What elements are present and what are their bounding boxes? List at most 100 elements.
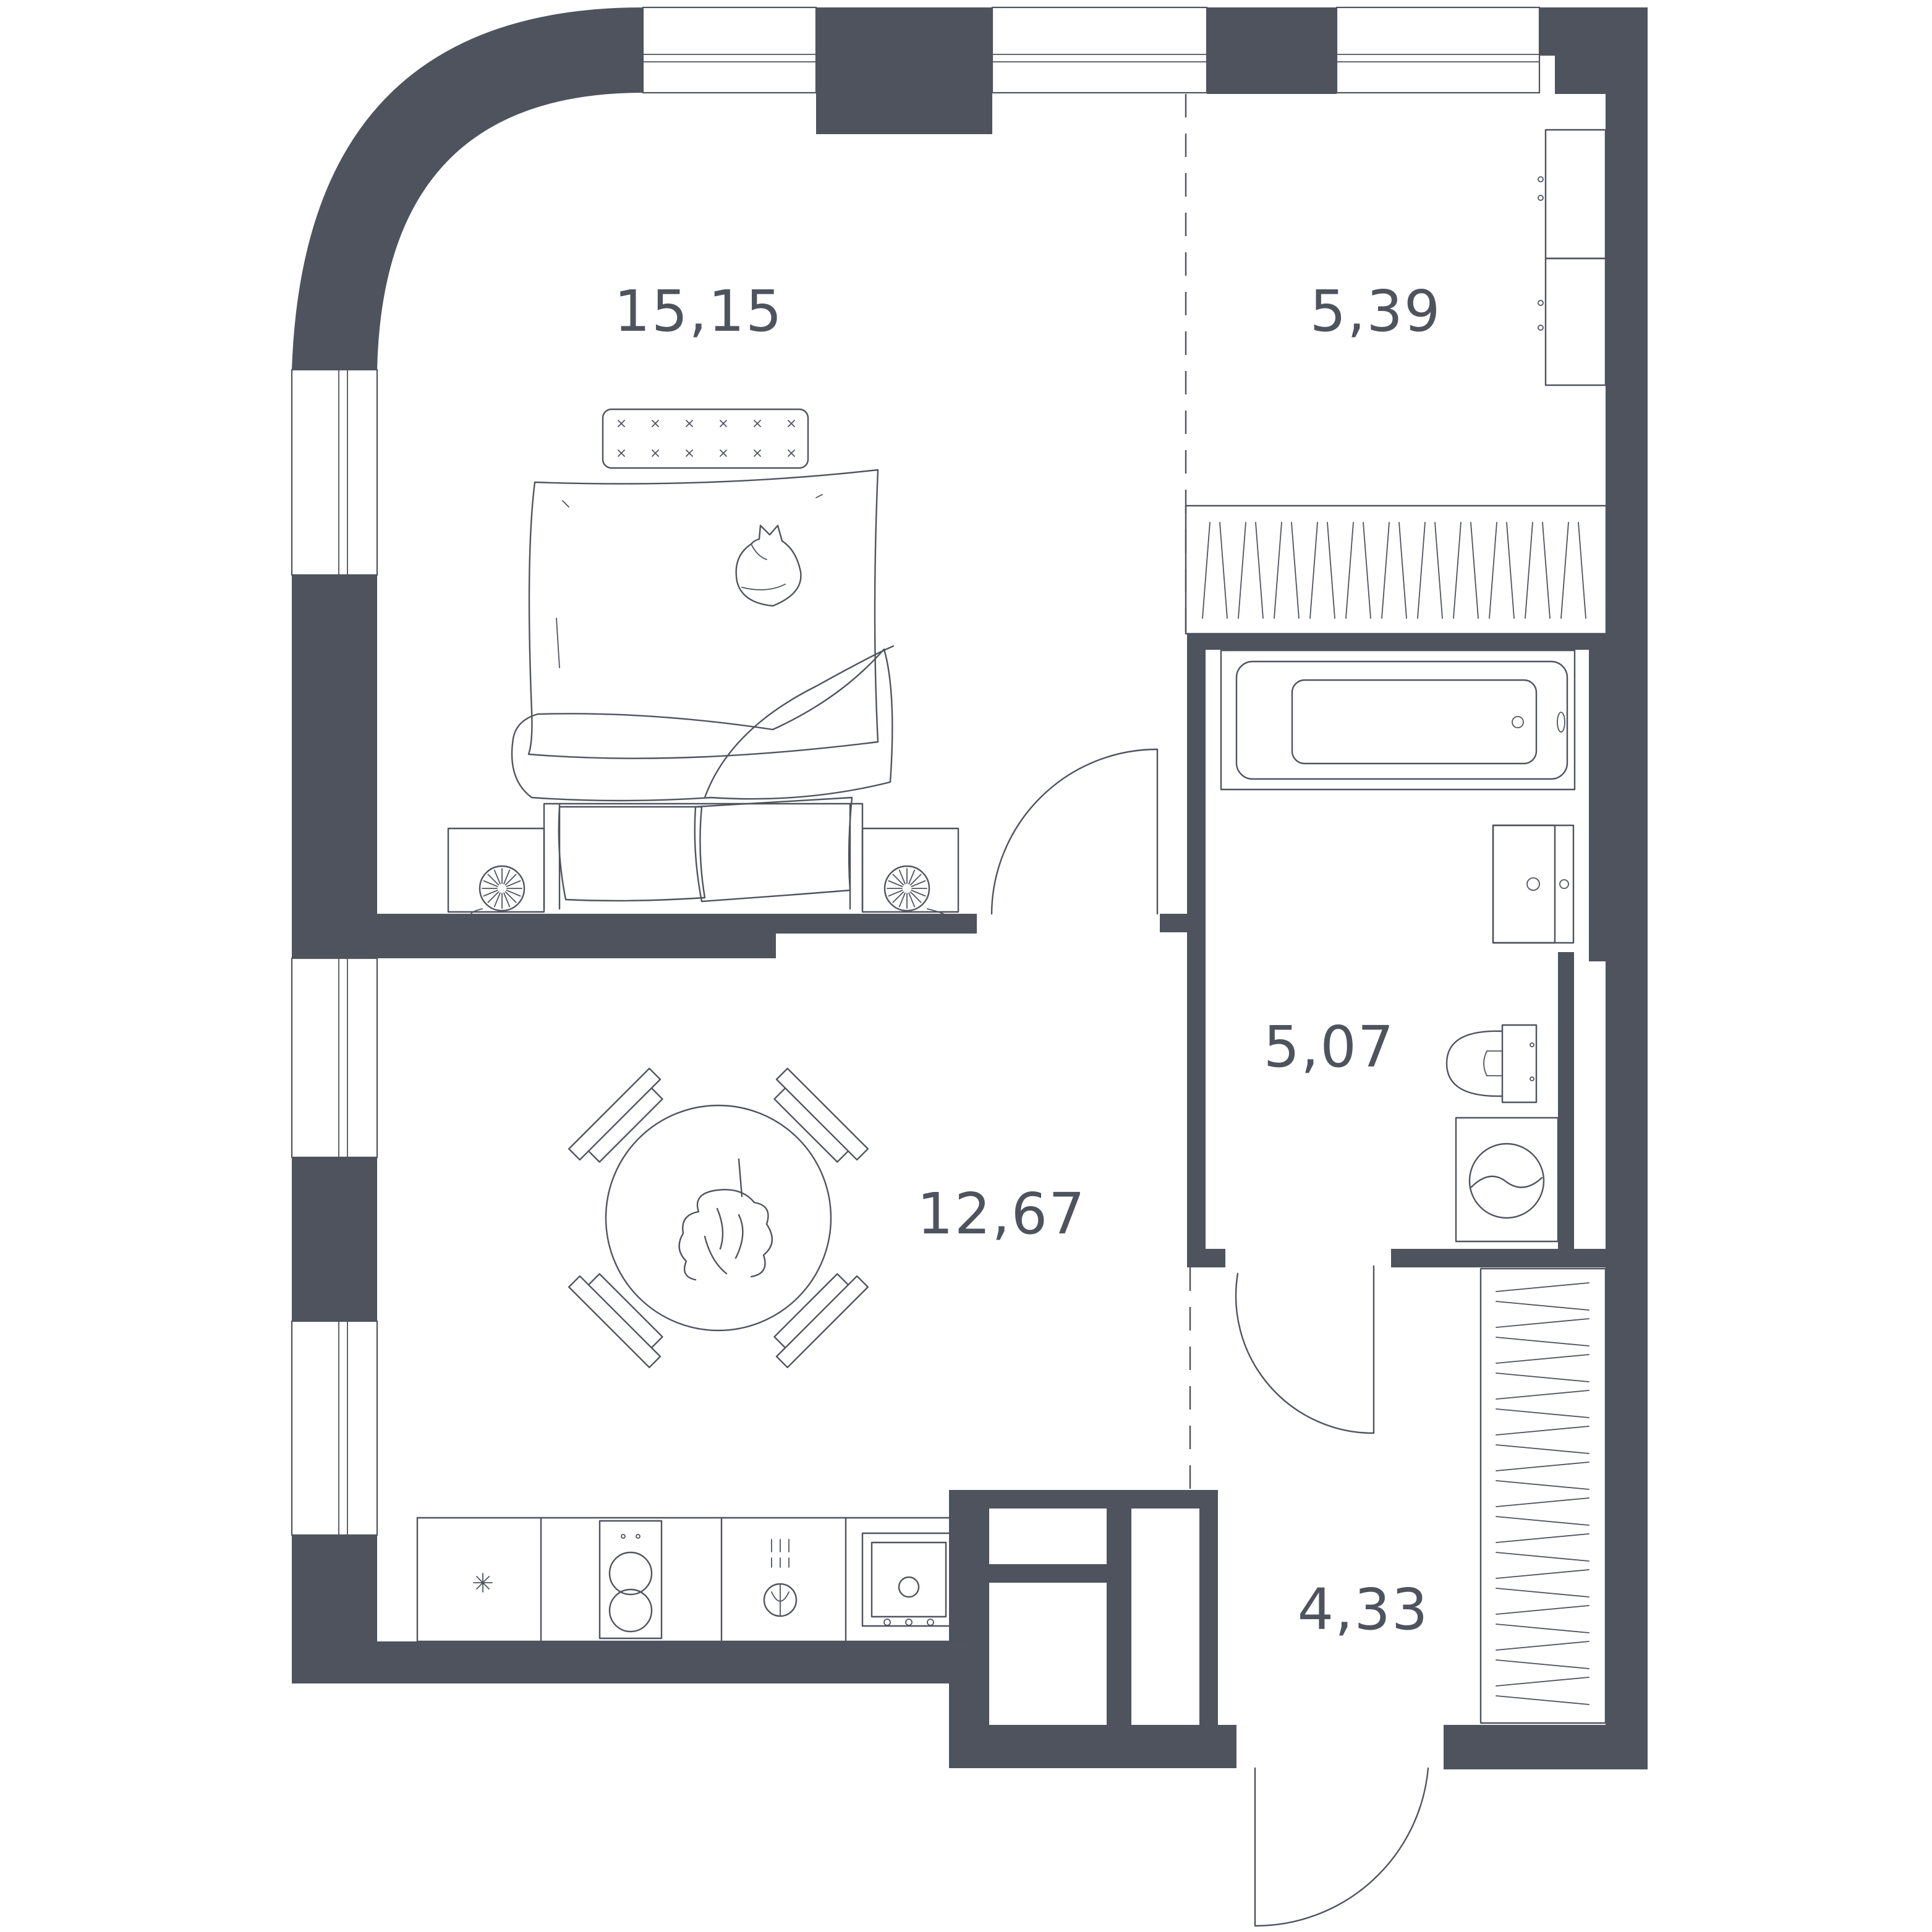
window-left-1 <box>291 368 378 576</box>
fridge-icon <box>473 1573 493 1593</box>
lamp-ray <box>504 891 517 903</box>
hatch-stroke <box>1219 522 1228 619</box>
lamp-ray <box>892 874 904 886</box>
hatch-stroke <box>1496 1282 1589 1292</box>
hatch-stroke <box>1496 1462 1589 1471</box>
room-area-bedroom: 15,15 <box>614 278 783 344</box>
pillow-mark <box>618 449 625 457</box>
hatch-stroke <box>1496 1301 1589 1311</box>
hatch-stroke <box>1496 1497 1589 1507</box>
curved-wall <box>292 7 643 370</box>
lamp-ray <box>888 890 903 897</box>
hatch-stroke <box>1506 522 1515 619</box>
pillow-mark <box>720 449 727 457</box>
pillow-mark <box>618 420 625 427</box>
room-area-storage: 5,39 <box>1310 278 1442 344</box>
lamp-ray <box>483 890 498 897</box>
lamp-ray <box>506 880 521 887</box>
bed-icon <box>511 469 895 910</box>
room-area-hallway: 4,33 <box>1298 1577 1429 1643</box>
wall-bath-left <box>1187 634 1206 1249</box>
hatch-stroke <box>1238 522 1246 619</box>
hatch-stroke <box>1417 522 1426 619</box>
sink-icon <box>763 1539 798 1617</box>
window-top-2 <box>991 6 1208 94</box>
wall-bottom-right <box>1444 1725 1648 1769</box>
hatch-stroke <box>1578 522 1586 619</box>
hatch-stroke <box>1496 1552 1589 1562</box>
lamp-icon <box>470 865 947 916</box>
wall-left-1 <box>292 575 377 958</box>
hatch-stroke <box>1496 1354 1589 1364</box>
pillow-mark <box>788 420 795 427</box>
hatch-stroke <box>1363 522 1371 619</box>
cooktop-icon <box>598 1520 663 1640</box>
wall-corner-top-right <box>1539 7 1648 485</box>
room-area-kitchen-living: 12,67 <box>917 1181 1086 1247</box>
window-top-3 <box>1335 6 1541 94</box>
lamp-ray <box>908 869 916 885</box>
hatch-stroke <box>1434 522 1443 619</box>
door-icon <box>990 748 1429 1927</box>
hatch-stroke <box>1525 522 1533 619</box>
lamp-ray <box>483 880 498 887</box>
hatch-stroke <box>1496 1623 1589 1633</box>
hatch-stroke <box>1274 522 1282 619</box>
lamp-ray <box>504 874 517 886</box>
wall-bath-right-upper <box>1589 634 1607 961</box>
hatch-stroke <box>1496 1641 1589 1651</box>
hatch-stroke <box>1202 522 1211 619</box>
hatch-stroke <box>1398 522 1407 619</box>
lamp-ray <box>503 892 511 908</box>
wall-bath-top <box>1187 634 1607 650</box>
lamp-ray <box>888 880 903 887</box>
lamp-ray <box>898 892 906 908</box>
hatch-stroke <box>1496 1569 1589 1579</box>
hatch-stroke <box>1496 1426 1589 1436</box>
hatch-stroke <box>1453 522 1462 619</box>
lamp-ray <box>493 892 501 908</box>
dining-table-icon <box>605 1104 832 1332</box>
oven-icon <box>861 1532 956 1627</box>
lamp-ray <box>487 874 500 886</box>
hatch-stroke <box>1496 1516 1589 1526</box>
hatch-stroke <box>1496 1318 1589 1328</box>
pillow-mark <box>686 420 693 427</box>
hatch-stroke <box>1496 1677 1589 1687</box>
pillow-mark <box>652 449 659 457</box>
wardrobe-icon <box>1185 129 1607 1724</box>
hatch-stroke <box>1496 1480 1589 1490</box>
wall-bath-bottom-right <box>1391 1249 1607 1267</box>
wall-pier-top-2 <box>1207 7 1337 94</box>
lamp-ray <box>506 890 521 897</box>
window-left-2 <box>291 957 378 1159</box>
hatch-stroke <box>1496 1533 1589 1543</box>
bathtub-icon <box>1220 649 1576 791</box>
lamp-ray <box>908 892 916 908</box>
pillow-mark <box>652 420 659 427</box>
pillow-mark <box>754 420 761 427</box>
lamp-ray <box>909 874 922 886</box>
cat-icon <box>735 524 802 607</box>
hatch-stroke <box>1291 522 1300 619</box>
pillow-mark <box>686 449 693 457</box>
hatch-stroke <box>1560 522 1569 619</box>
hatch-stroke <box>1345 522 1354 619</box>
room-area-bathroom: 5,07 <box>1264 1014 1395 1080</box>
lamp-ray <box>909 891 922 903</box>
hatch-stroke <box>1496 1605 1589 1615</box>
pillow-icon <box>602 408 809 469</box>
hatch-stroke <box>1496 1372 1589 1382</box>
hatch-stroke <box>1496 1444 1589 1454</box>
washing-machine-icon <box>1455 1117 1559 1243</box>
hatch-stroke <box>1381 522 1390 619</box>
hatch-stroke <box>1496 1408 1589 1418</box>
wall-pier-top-1 <box>816 7 992 134</box>
wall-right <box>1606 485 1648 1706</box>
lamp-ray <box>911 890 926 897</box>
wall-bottom-left-base <box>292 1663 984 1683</box>
walls <box>292 7 1648 1769</box>
lamp-ray <box>487 891 500 903</box>
kitchen-counter <box>416 1517 969 1643</box>
nightstand-icon <box>447 827 960 913</box>
